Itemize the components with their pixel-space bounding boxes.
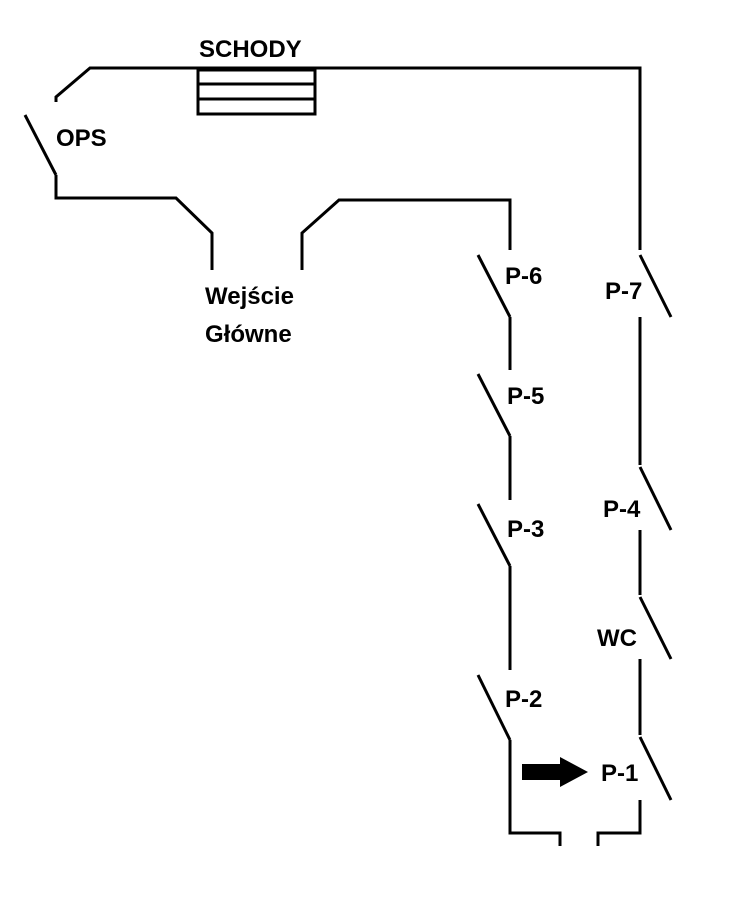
label-ops: OPS (56, 125, 107, 152)
bottom-right-wall (596, 800, 642, 846)
bottom-left-wall (508, 740, 562, 846)
door-p2 (476, 674, 512, 741)
entrance-right-wall (300, 198, 512, 270)
label-p3: P-3 (507, 516, 544, 543)
door-p6 (476, 254, 512, 318)
label-entrance-line1: Wejście (205, 283, 294, 310)
top-wall (54, 66, 642, 250)
label-stairs: SCHODY (199, 36, 302, 63)
door-p1 (638, 736, 673, 801)
right-arrow-icon (522, 757, 588, 787)
label-p5: P-5 (507, 383, 544, 410)
door-p7 (638, 254, 673, 318)
label-p2: P-2 (505, 686, 542, 713)
label-p1: P-1 (601, 760, 638, 787)
stairs-icon (196, 68, 317, 116)
label-wc: WC (597, 625, 637, 652)
entrance-left-wall (54, 175, 214, 270)
door-p5 (476, 373, 512, 437)
door-wc (638, 596, 673, 660)
door-ops (23, 114, 58, 176)
label-entrance-line2: Główne (205, 321, 292, 348)
door-p3 (476, 503, 512, 567)
label-p6: P-6 (505, 263, 542, 290)
label-p7: P-7 (605, 278, 642, 305)
door-p4 (638, 466, 673, 531)
label-p4: P-4 (603, 496, 641, 523)
